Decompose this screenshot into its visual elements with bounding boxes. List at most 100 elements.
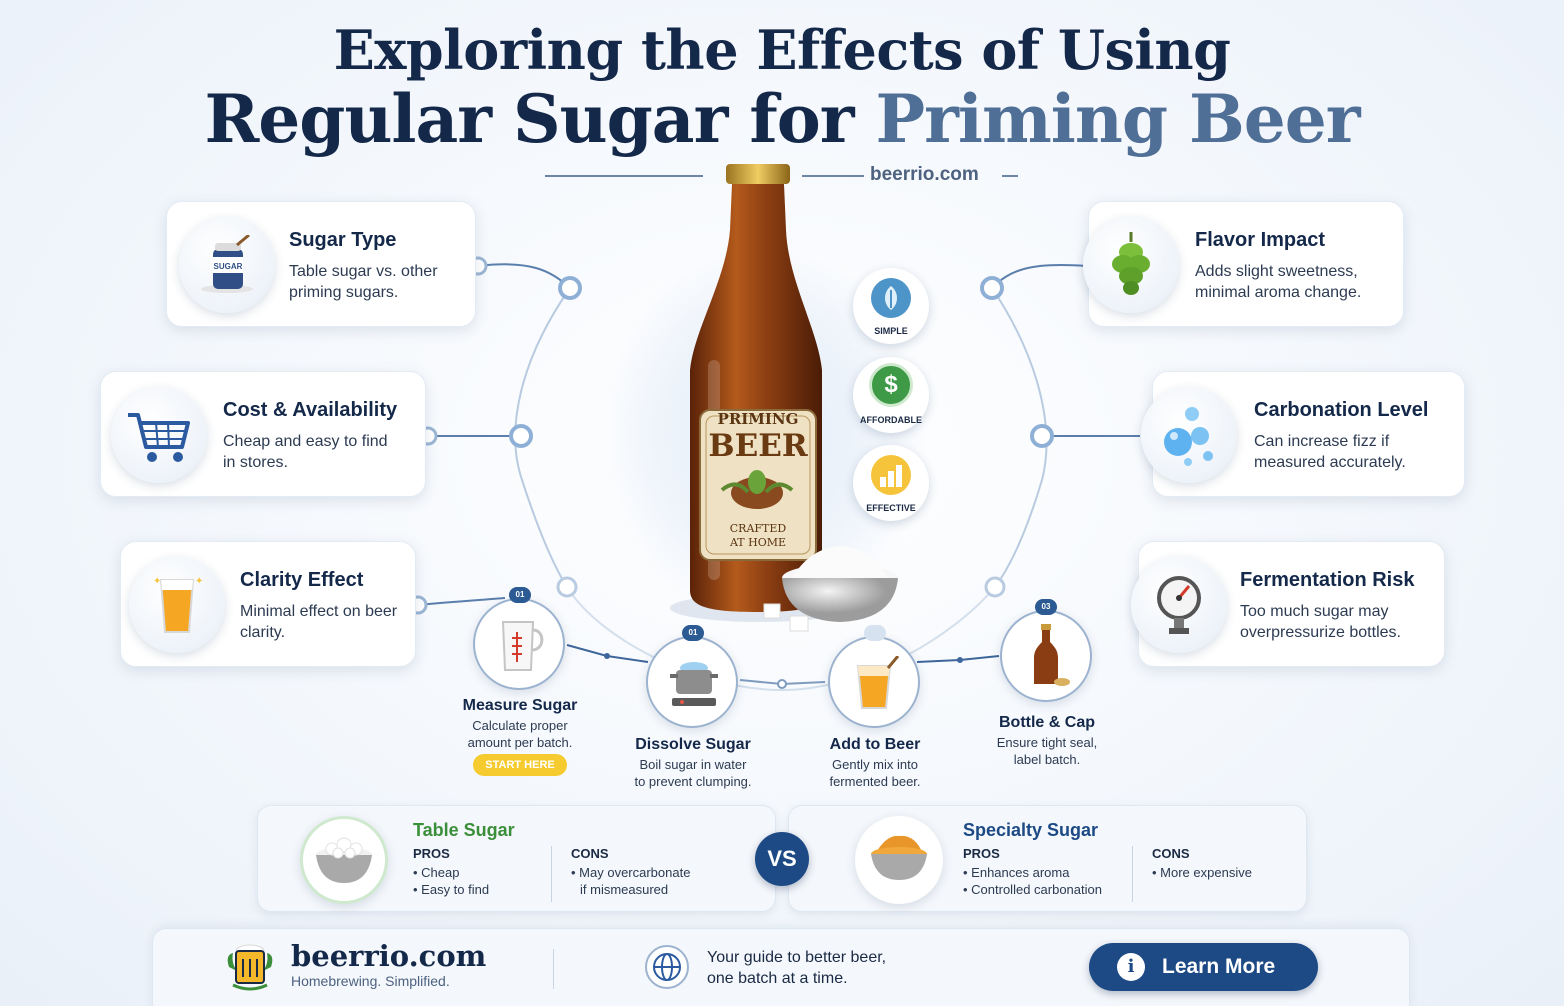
table-sugar-divider bbox=[551, 846, 552, 902]
step-dissolve-title: Dissolve Sugar bbox=[635, 736, 751, 753]
title-line-1: Exploring the Effects of Using bbox=[333, 18, 1231, 82]
card-sugar-type: SUGAR Sugar Type Table sugar vs. other p… bbox=[166, 201, 476, 327]
table-sugar-pro-2: • Easy to find bbox=[413, 882, 490, 897]
step-bottle-desc-1: Ensure tight seal, bbox=[996, 735, 1098, 750]
step-add-title: Add to Beer bbox=[829, 736, 921, 753]
shopping-cart-icon bbox=[128, 413, 190, 462]
comparison-table-sugar: Table Sugar PROS • Cheap • Easy to find … bbox=[257, 805, 776, 912]
table-sugar-con-2: if mismeasured bbox=[580, 882, 669, 897]
hop-icon-circle bbox=[1083, 217, 1179, 313]
learn-more-button[interactable]: i Learn More bbox=[1089, 943, 1318, 991]
carbonation-desc: Can increase fizz if measured accurately… bbox=[1254, 433, 1406, 471]
specialty-sugar-pro-2: • Controlled carbonation bbox=[963, 882, 1102, 897]
specialty-sugar-cons-label: CONS bbox=[1152, 846, 1190, 861]
sugar-jar-icon: SUGAR bbox=[201, 235, 253, 293]
badge-affordable: $ AFFORDABLE bbox=[853, 357, 929, 433]
card-fermentation-risk: Fermentation Risk Too much sugar may ove… bbox=[1131, 541, 1445, 667]
step-bottle-desc-2: label batch. bbox=[1013, 752, 1081, 767]
info-icon: i bbox=[1117, 953, 1145, 981]
title-main: Regular Sugar for bbox=[204, 80, 854, 158]
bottle-cap-icon bbox=[1034, 624, 1070, 686]
globe-icon bbox=[645, 945, 689, 989]
sugar-type-desc: Table sugar vs. other priming sugars. bbox=[289, 263, 438, 301]
step-bottle-number: 03 bbox=[1035, 599, 1057, 615]
glass-pour-icon bbox=[856, 656, 900, 709]
badge-effective-label: EFFECTIVE bbox=[866, 503, 916, 513]
fermentation-title: Fermentation Risk bbox=[1240, 569, 1415, 591]
title-rule-right bbox=[1002, 175, 1018, 177]
badge-simple-label: SIMPLE bbox=[874, 326, 908, 336]
clarity-title: Clarity Effect bbox=[240, 569, 364, 591]
footer: beerrio.com Homebrewing. Simplified. You… bbox=[152, 928, 1410, 1006]
bubbles-icon bbox=[1164, 407, 1213, 466]
badge-affordable-label: AFFORDABLE bbox=[860, 415, 922, 425]
step-bottle-title: Bottle & Cap bbox=[999, 714, 1095, 731]
svg-text:✦: ✦ bbox=[195, 576, 203, 587]
step-measure-number: 01 bbox=[509, 587, 531, 603]
table-sugar-icon-circle bbox=[300, 816, 388, 904]
specialty-sugar-icon-circle bbox=[855, 816, 943, 904]
title-accent: Priming Beer bbox=[875, 80, 1361, 158]
carbonation-title: Carbonation Level bbox=[1254, 399, 1429, 421]
start-here-pill: START HERE bbox=[473, 754, 567, 776]
beer-mug-logo-icon bbox=[227, 944, 273, 991]
table-sugar-pros-label: PROS bbox=[413, 846, 450, 861]
sugar-bowl-icon bbox=[316, 837, 372, 883]
flavor-desc: Adds slight sweetness, minimal aroma cha… bbox=[1195, 263, 1362, 301]
title-rule-left bbox=[545, 175, 703, 177]
bottle-label-bottom-1: CRAFTED bbox=[729, 522, 787, 535]
step-add-number bbox=[864, 625, 886, 641]
step-dissolve-desc-2: to prevent clumping. bbox=[634, 774, 752, 789]
vs-badge: VS bbox=[755, 832, 809, 886]
step-measure-title: Measure Sugar bbox=[462, 697, 578, 714]
beer-glass-icon-circle: ✦ ✦ bbox=[129, 557, 225, 653]
specialty-sugar-con-1: • More expensive bbox=[1152, 865, 1252, 880]
leaf-icon bbox=[871, 278, 911, 318]
pot-on-stove-icon bbox=[670, 662, 718, 706]
comparison-specialty-sugar: Specialty Sugar PROS • Enhances aroma • … bbox=[788, 805, 1307, 912]
cost-title: Cost & Availability bbox=[223, 399, 398, 421]
title-rule-mid bbox=[802, 175, 864, 177]
card-cost-availability: Cost & Availability Cheap and easy to fi… bbox=[100, 371, 426, 497]
gauge-icon-circle bbox=[1131, 557, 1227, 653]
fermentation-desc: Too much sugar may overpressurize bottle… bbox=[1240, 603, 1401, 641]
specialty-sugar-pro-1: • Enhances aroma bbox=[963, 865, 1070, 880]
beer-bottle-illustration bbox=[670, 164, 898, 632]
specialty-sugar-pros-label: PROS bbox=[963, 846, 1000, 861]
beer-glass-icon: ✦ ✦ bbox=[153, 576, 203, 633]
learn-more-label: Learn More bbox=[1162, 955, 1276, 978]
step-add-desc-2: fermented beer. bbox=[829, 774, 921, 789]
step-measure-desc-2: amount per batch. bbox=[467, 735, 573, 750]
svg-text:✦: ✦ bbox=[153, 576, 161, 587]
step-measure-desc-1: Calculate proper bbox=[472, 718, 568, 733]
clarity-desc: Minimal effect on beer clarity. bbox=[240, 603, 398, 641]
site-name: beerrio.com bbox=[870, 164, 979, 185]
bottle-label-bottom-2: AT HOME bbox=[729, 536, 787, 549]
brown-sugar-bowl-icon bbox=[871, 835, 927, 880]
footer-guide-text: Your guide to better beer, one batch at … bbox=[707, 947, 947, 989]
pressure-gauge-icon bbox=[1157, 576, 1201, 634]
cart-icon-circle bbox=[111, 387, 207, 483]
footer-brand[interactable]: beerrio.com bbox=[291, 939, 487, 973]
sugar-jar-label: SUGAR bbox=[214, 262, 243, 271]
step-measure-circle bbox=[473, 598, 565, 690]
card-carbonation-level: Carbonation Level Can increase fizz if m… bbox=[1141, 371, 1465, 497]
table-sugar-pro-1: • Cheap bbox=[413, 865, 460, 880]
step-bottle-circle bbox=[1000, 610, 1092, 702]
specialty-sugar-title: Specialty Sugar bbox=[963, 820, 1099, 840]
bottle-label-top: PRIMING bbox=[717, 410, 799, 428]
bottle-label-main: BEER bbox=[708, 428, 808, 464]
cost-desc: Cheap and easy to find in stores. bbox=[223, 433, 388, 471]
hop-icon bbox=[1112, 232, 1150, 295]
step-add-desc-1: Gently mix into bbox=[832, 757, 918, 772]
footer-guide-line-1: Your guide to better beer, bbox=[707, 949, 887, 966]
bubbles-icon-circle bbox=[1141, 387, 1237, 483]
bar-chart-icon bbox=[871, 455, 911, 495]
flavor-title: Flavor Impact bbox=[1195, 229, 1326, 251]
card-flavor-impact: Flavor Impact Adds slight sweetness, min… bbox=[1083, 201, 1404, 327]
footer-guide-line-2: one batch at a time. bbox=[707, 970, 848, 987]
table-sugar-title: Table Sugar bbox=[413, 820, 515, 840]
table-sugar-con-1: • May overcarbonate bbox=[571, 865, 691, 880]
badge-simple: SIMPLE bbox=[853, 268, 929, 344]
step-add-circle bbox=[828, 636, 920, 728]
